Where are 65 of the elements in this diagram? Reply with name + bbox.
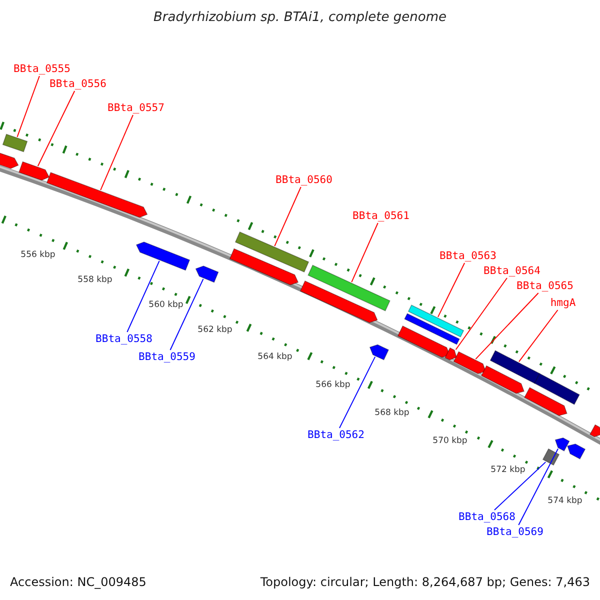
gene-block xyxy=(524,387,568,416)
gene-label: BBta_0565 xyxy=(516,280,574,292)
gene-block xyxy=(369,344,390,360)
genome-info-text: Topology: circular; Length: 8,264,687 bp; Genes: 7,463 xyxy=(260,575,590,589)
gene-label: BBta_0564 xyxy=(484,265,540,277)
gene-label: BBta_0569 xyxy=(486,526,544,538)
gene-block xyxy=(453,351,486,374)
gene-bar xyxy=(534,373,580,405)
scale-label: 562 kbp xyxy=(198,325,232,335)
leader-line xyxy=(475,292,539,360)
gene-label: BBta_0555 xyxy=(14,63,70,75)
gene-block xyxy=(554,437,570,452)
scale-label: 558 kbp xyxy=(78,275,112,285)
leader-line xyxy=(518,448,559,526)
leader-line xyxy=(494,462,546,510)
gene-block xyxy=(444,347,457,360)
leader-line xyxy=(455,278,508,350)
gene-block xyxy=(195,266,219,283)
leader-line xyxy=(438,262,466,318)
leader-line xyxy=(16,76,40,138)
leader-line xyxy=(274,186,302,247)
gene-block xyxy=(229,248,299,286)
gene-block xyxy=(480,365,525,394)
gene-block xyxy=(397,325,450,358)
gene-block xyxy=(136,242,190,271)
scale-label: 570 kbp xyxy=(432,436,468,446)
gene-bar xyxy=(2,134,28,152)
leader-line xyxy=(351,222,378,283)
scale-label: 564 kbp xyxy=(258,352,292,362)
gene-label: BBta_0562 xyxy=(308,429,364,441)
gene-bar xyxy=(234,231,310,273)
scale-label: 574 kbp xyxy=(548,496,582,506)
gene-block xyxy=(566,444,586,460)
scale-label: 560 kbp xyxy=(148,300,184,310)
gene-block xyxy=(18,161,50,181)
gene-bar xyxy=(308,264,390,312)
gene-bar xyxy=(408,304,464,338)
gene-label: BBta_0557 xyxy=(108,102,164,114)
gene-label: BBta_0556 xyxy=(50,78,106,90)
scale-label: 556 kbp xyxy=(20,250,56,260)
leader-line xyxy=(126,260,160,332)
scale-label: 568 kbp xyxy=(374,408,410,418)
gene-label: BBta_0568 xyxy=(458,511,516,523)
gene-label: BBta_0559 xyxy=(138,351,196,363)
gene-label: BBta_0560 xyxy=(276,174,332,186)
gene-box xyxy=(542,448,560,466)
gene-label: BBta_0561 xyxy=(352,210,410,222)
gene-bar xyxy=(490,350,540,384)
gene-bar xyxy=(404,313,460,345)
leader-line xyxy=(100,114,134,191)
leader-line xyxy=(170,278,204,350)
gene-block xyxy=(46,172,148,218)
title: Bradyrhizobium sp. BTAi1, complete genome xyxy=(152,10,448,26)
gene-block xyxy=(589,424,600,438)
gene-label: BBta_0563 xyxy=(440,250,496,262)
leader-line xyxy=(37,90,76,167)
scale-label: 566 kbp xyxy=(316,380,350,390)
leader-line xyxy=(339,356,376,428)
scale-label: 572 kbp xyxy=(490,465,526,475)
gene-block xyxy=(300,280,378,324)
gene-label: BBta_0558 xyxy=(96,333,152,345)
leader-line xyxy=(518,310,558,362)
accession-text: Accession: NC_009485 xyxy=(10,575,146,589)
gene-block xyxy=(0,151,19,169)
gene-label: hmgA xyxy=(550,297,576,309)
